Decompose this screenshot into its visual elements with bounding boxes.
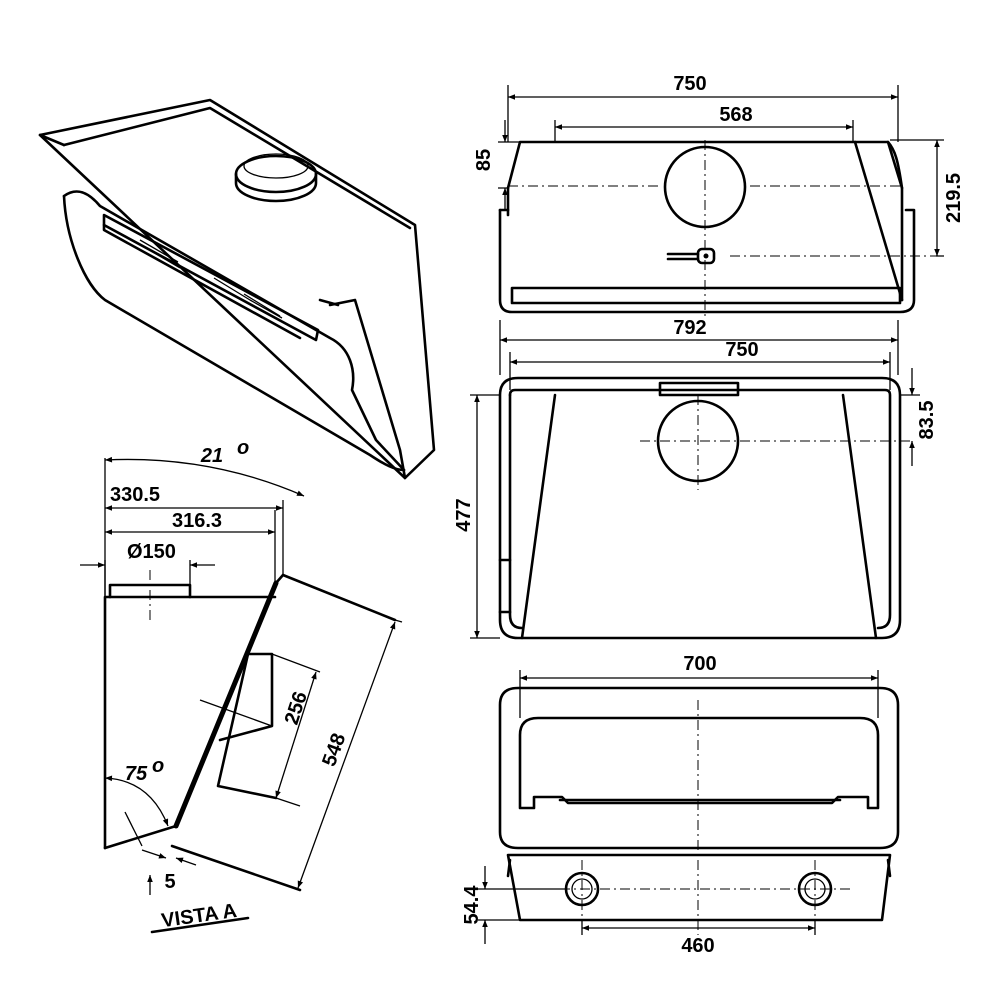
dims-front-bottom: 700 54.4 460 [461,653,879,957]
side-view [103,458,397,892]
dim-477: 477 [453,498,475,531]
angle-21: 21 [200,445,223,467]
dim-750-top: 750 [673,73,706,95]
front-view-top [498,140,936,320]
dims-front-middle: 792 750 477 83.5 [453,317,938,639]
dim-548: 548 [318,731,350,770]
dim-5: 5 [164,871,175,893]
front-view-middle [498,376,912,640]
vista-a-label: VISTA A [160,900,238,932]
dim-316-3: 316.3 [172,510,222,532]
dim-568: 568 [719,104,752,126]
dim-85: 85 [473,149,495,171]
dim-219-5: 219.5 [943,173,965,223]
angle-75-degree: o [152,755,164,777]
view-label: VISTA A [150,900,250,934]
dim-83-5: 83.5 [916,401,938,440]
dim-54-4: 54.4 [461,885,483,925]
dim-150: Ø150 [127,541,176,563]
dim-330-5: 330.5 [110,484,160,506]
dims-side: 21 o 330.5 316.3 Ø150 256 548 75 o 5 [80,437,403,895]
perspective-view [38,98,436,480]
dim-256: 256 [281,689,312,728]
dim-700: 700 [683,653,716,675]
dim-460: 460 [681,935,714,957]
angle-21-degree: o [237,437,249,459]
dim-792: 792 [673,317,706,339]
dims-front-top: 750 568 85 219.5 [473,73,965,257]
dim-750-mid: 750 [725,339,758,361]
angle-75: 75 [125,763,148,785]
front-view-bottom [498,686,900,935]
